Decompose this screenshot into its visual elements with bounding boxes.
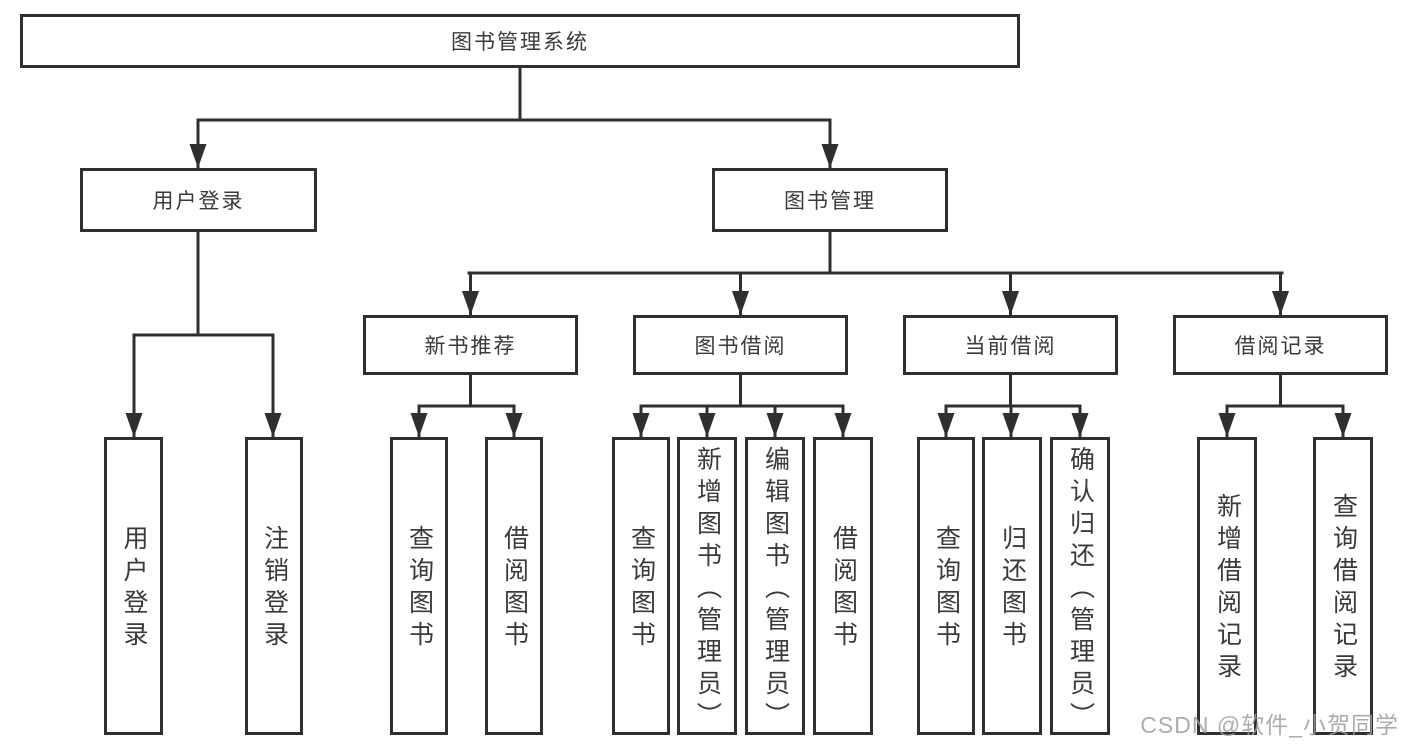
leaf-br-add-record: 新增借阅记录 [1197,437,1257,735]
leaf-bb-query-books: 查询图书 [612,437,670,735]
leaf-cb-confirm-return-admin: 确认归还（管理员） [1050,437,1110,735]
leaf-logout: 注销登录 [245,437,303,735]
leaf-nbr-query-books: 查询图书 [390,437,448,735]
watermark: CSDN @软件_小贺同学 [1140,712,1399,738]
node-current-borrow: 当前借阅 [903,315,1118,375]
node-user-login: 用户登录 [80,168,317,232]
node-borrow-records: 借阅记录 [1173,315,1388,375]
node-book-management: 图书管理 [712,168,948,232]
node-new-book-recommend: 新书推荐 [363,315,578,375]
node-book-borrow: 图书借阅 [633,315,848,375]
node-root: 图书管理系统 [20,14,1020,68]
leaf-cb-return-books: 归还图书 [982,437,1042,735]
leaf-user-login: 用户登录 [104,437,163,735]
leaf-bb-borrow-books: 借阅图书 [813,437,873,735]
leaf-br-query-record: 查询借阅记录 [1313,437,1373,735]
leaf-nbr-borrow-books: 借阅图书 [485,437,543,735]
leaf-cb-query-books: 查询图书 [917,437,975,735]
leaf-bb-add-books-admin: 新增图书（管理员） [677,437,737,735]
leaf-bb-edit-books-admin: 编辑图书（管理员） [745,437,805,735]
